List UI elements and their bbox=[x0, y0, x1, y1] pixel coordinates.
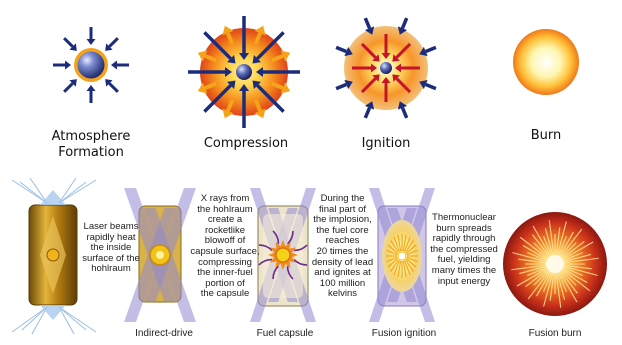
caption-line: hohlraum bbox=[78, 264, 144, 275]
inward-arrow bbox=[105, 79, 118, 92]
laser-beam bbox=[30, 178, 47, 203]
laser-beam bbox=[20, 182, 47, 203]
laser-beam bbox=[32, 307, 47, 334]
caption-line: Thermonuclear bbox=[424, 213, 504, 224]
inward-arrow bbox=[111, 61, 129, 70]
stage-label-line: Atmosphere bbox=[35, 129, 147, 145]
laser-beam bbox=[12, 307, 47, 332]
inward-arrow bbox=[87, 85, 96, 103]
inward-arrow bbox=[105, 38, 118, 51]
inward-arrow bbox=[64, 38, 77, 51]
laser-beam bbox=[22, 307, 47, 330]
caption-line: many times the bbox=[424, 266, 504, 277]
ignition-icon bbox=[336, 18, 436, 118]
caption-line: the capsule bbox=[187, 289, 263, 300]
caption-line: X rays from bbox=[187, 194, 263, 205]
label-fuel-capsule: Fuel capsule bbox=[240, 328, 330, 339]
laser-beam bbox=[59, 307, 74, 334]
atmosphere-formation-icon bbox=[53, 27, 129, 103]
stage-label-atmosphere-formation: Atmosphere Formation bbox=[35, 129, 147, 161]
inward-arrow bbox=[87, 27, 96, 45]
label-fusion-ignition: Fusion ignition bbox=[358, 328, 450, 339]
compression-icon bbox=[188, 16, 300, 128]
laser-beam bbox=[59, 178, 76, 203]
caption-line: 20 times the bbox=[305, 247, 380, 258]
caption-line: capsule surface, bbox=[187, 247, 263, 258]
caption-line: Laser beams bbox=[78, 222, 144, 233]
fusion-burn-icon bbox=[503, 212, 607, 316]
laser-beam bbox=[59, 307, 86, 330]
stage-label-compression: Compression bbox=[186, 136, 306, 152]
inward-arrow bbox=[53, 61, 71, 70]
stage-label-line: Formation bbox=[35, 145, 147, 161]
caption-line: input energy bbox=[424, 277, 504, 288]
laser-beam bbox=[59, 180, 96, 203]
stage-label-ignition: Ignition bbox=[336, 136, 436, 152]
caption-laser-beams: Laser beamsrapidly heatthe insidesurface… bbox=[78, 222, 144, 275]
label-fusion-burn: Fusion burn bbox=[515, 328, 595, 339]
caption-thermonuclear-burn: Thermonuclearburn spreadsrapidly through… bbox=[424, 213, 504, 287]
laser-beam bbox=[59, 182, 86, 203]
label-indirect-drive: Indirect-drive bbox=[118, 328, 210, 339]
caption-line: kelvins bbox=[305, 289, 380, 300]
laser-beam bbox=[59, 307, 96, 332]
inward-arrow bbox=[64, 79, 77, 92]
burn-icon bbox=[513, 29, 579, 95]
stage-label-burn: Burn bbox=[506, 128, 586, 144]
caption-line: During the bbox=[305, 194, 380, 205]
